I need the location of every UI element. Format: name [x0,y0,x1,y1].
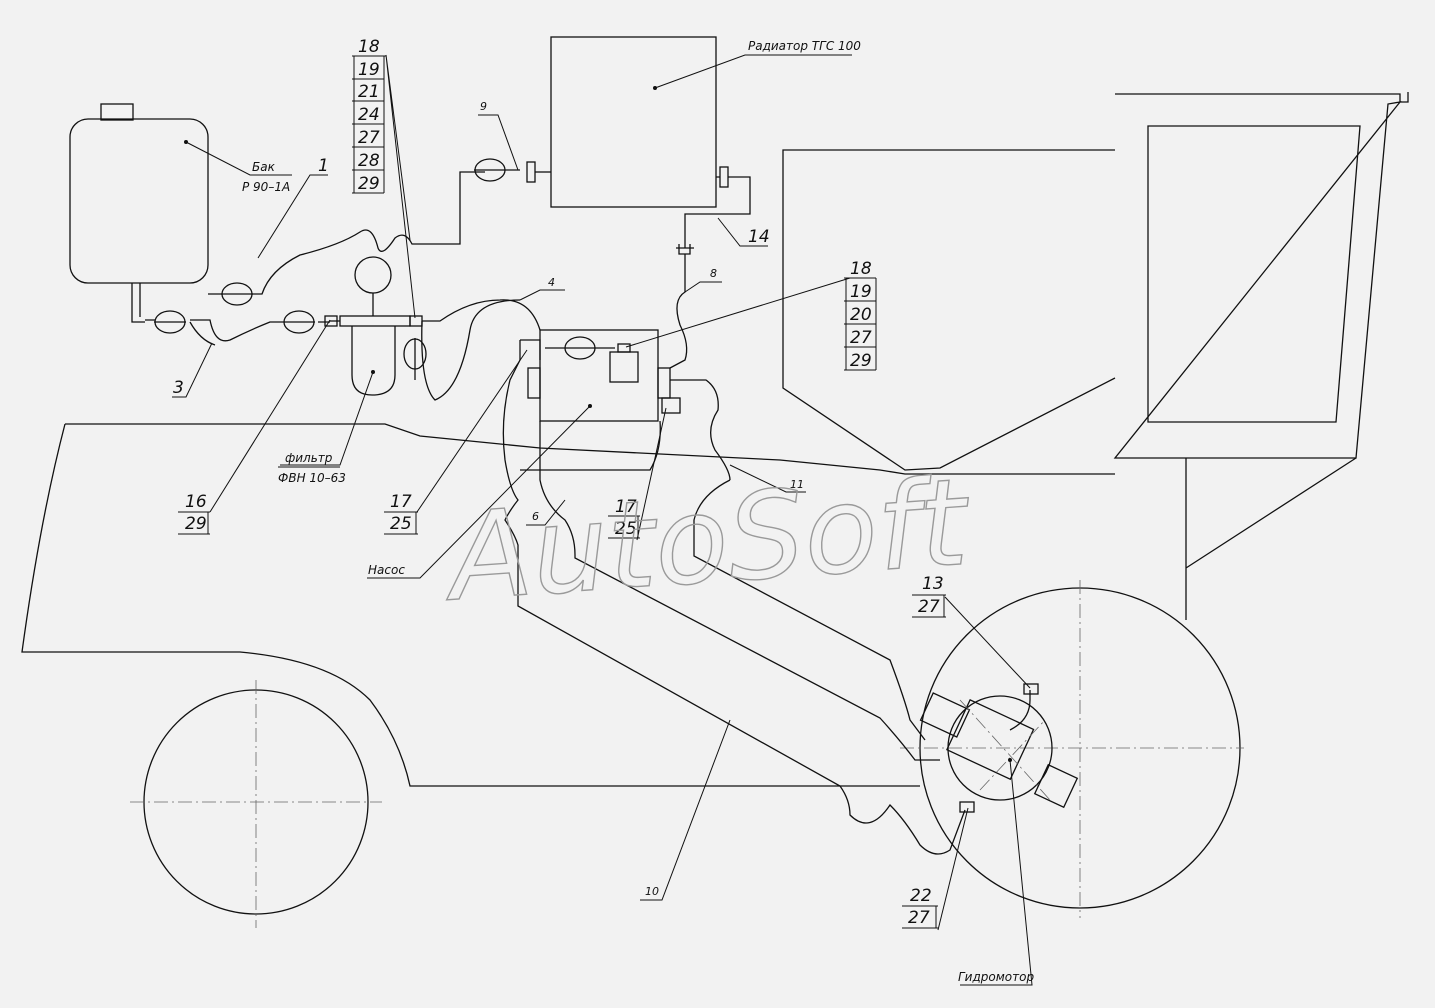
stack-top-item: 28 [358,151,380,171]
stack-top-item: 21 [358,82,380,102]
tank-name: Бак [252,160,276,174]
stack-17-right: 17 25 [608,497,640,539]
stack-17b-top: 17 [615,497,637,517]
stack-right-item: 20 [850,305,872,325]
stack-top-item: 18 [358,37,380,57]
pump [367,254,731,579]
callout-4: 4 [548,276,555,289]
callout-10: 10 [645,885,659,898]
callout-1: 1 [318,156,329,176]
stack-22-bottom: 27 [908,908,930,928]
stack-17a-top: 17 [390,492,412,512]
stack-16-top: 16 [185,492,207,512]
callout-8: 8 [710,267,717,280]
filter [280,256,423,466]
stack-17b-bottom: 25 [615,519,637,539]
hoses [502,359,1031,855]
callout-6: 6 [532,510,539,523]
harvester-body [21,92,1409,928]
stack-top-item: 27 [358,128,380,148]
stack-top: 18 19 21 24 27 28 29 [352,37,386,194]
stack-13-bottom: 27 [918,597,940,617]
callout-11: 11 [790,478,804,491]
motor-caption: Гидромотор [958,970,1034,984]
stack-right: 18 19 20 27 29 [844,259,877,371]
radiator-caption: Радиатор ТГС 100 [748,39,861,53]
tank-lines [145,158,520,380]
filter-name: фильтр [285,451,333,465]
stack-13-top: 13 [922,574,944,594]
stack-top-item: 24 [358,105,380,125]
stack-17-left: 17 25 [384,492,418,535]
grain-bunker [782,149,1116,471]
cab-window [1147,125,1361,423]
stack-top-item: 19 [358,60,380,80]
cab [1113,92,1409,459]
callout-14: 14 [748,227,770,247]
callout-labels: 1 3 4 6 8 9 10 11 14 18 19 21 24 27 28 2… [173,37,1034,984]
hydromotor [919,683,1079,986]
radiator [526,36,852,255]
stack-16: 16 29 [178,492,210,535]
stack-right-item: 27 [850,328,872,348]
callout-9: 9 [480,100,487,113]
stack-13: 13 27 [912,574,946,618]
stack-16-bottom: 29 [185,514,207,534]
stack-22: 22 27 [902,886,938,929]
pump-caption: Насос [368,563,405,577]
watermark: AutoSoft [438,453,975,629]
stack-top-item: 29 [358,174,380,194]
stack-right-item: 19 [850,282,872,302]
stack-22-top: 22 [910,886,932,906]
stack-17a-bottom: 25 [390,514,412,534]
tank-model: Р 90–1А [242,180,290,194]
stack-right-item: 29 [850,351,872,371]
callout-3: 3 [173,378,184,398]
tank [69,103,292,323]
filter-model: ФВН 10–63 [278,471,346,485]
stack-right-item: 18 [850,259,872,279]
leaders [172,54,1031,931]
